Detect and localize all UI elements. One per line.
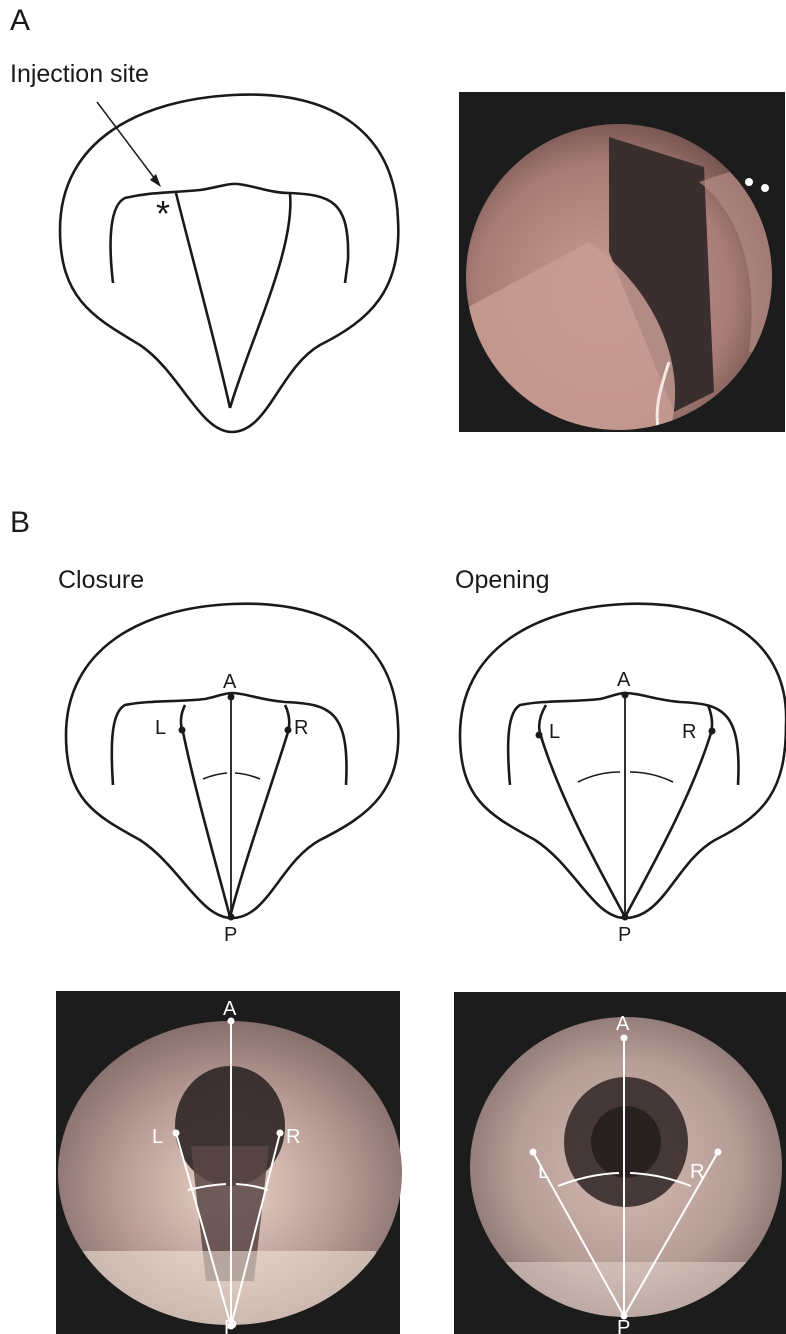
closure-photo-label-p: P: [224, 1317, 237, 1334]
opening-right-fold: [625, 705, 712, 917]
endoscopy-photo-opening: A L R P: [454, 992, 786, 1334]
opening-label-l: L: [549, 721, 560, 743]
opening-photo-label-p: P: [617, 1317, 630, 1334]
opening-label-p: P: [618, 924, 631, 946]
opening-label-r: R: [682, 721, 696, 743]
closure-photo-label-r: R: [286, 1126, 300, 1148]
closure-photo-label-l: L: [152, 1126, 163, 1148]
opening-point-l: [536, 732, 543, 739]
opening-point-a: [622, 692, 629, 699]
opening-point-p: [622, 914, 629, 921]
opening-angle-arc-left: [578, 772, 620, 782]
opening-angle-arc-right: [630, 772, 673, 782]
opening-point-r: [709, 728, 716, 735]
opening-photo-label-r: R: [690, 1161, 704, 1183]
opening-photo-label-l: L: [538, 1161, 549, 1183]
opening-photo-label-a: A: [616, 1013, 630, 1035]
opening-label-a: A: [617, 669, 631, 691]
endoscopy-photo-closure: A L R P: [56, 991, 400, 1334]
closure-photo-label-a: A: [223, 998, 237, 1020]
